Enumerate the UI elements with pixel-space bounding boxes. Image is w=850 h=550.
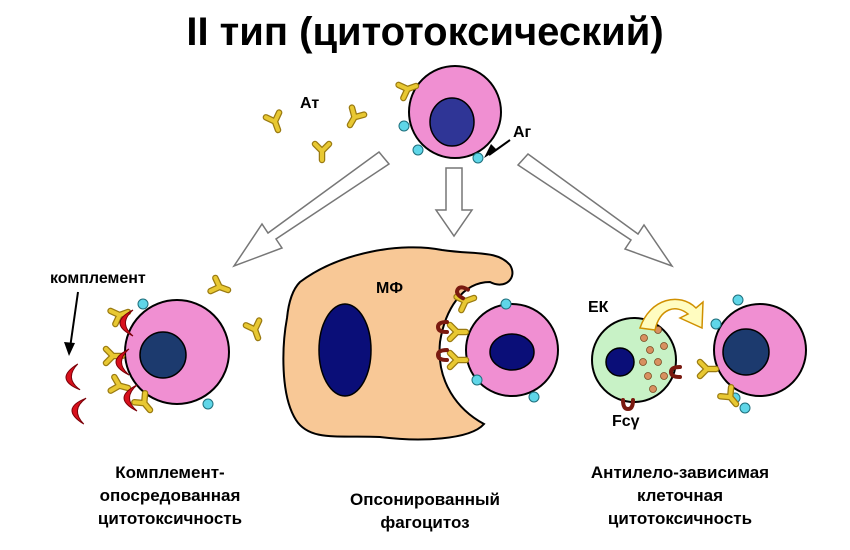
caption-complement-line-1: Комплемент- — [115, 463, 224, 482]
caption-adcc-line-3: цитотоксичность — [608, 509, 752, 528]
label-nk-cell: ЕК — [588, 299, 609, 316]
cytotoxic-release-arrow — [639, 298, 704, 331]
right-target-cell — [700, 294, 807, 414]
label-antigen: Аг — [513, 124, 532, 141]
arrow-to-complement — [232, 150, 391, 268]
label-macrophage: МФ — [376, 280, 403, 297]
free-antibodies — [266, 108, 364, 160]
caption-opsonized-line-1: Опсонированный — [350, 490, 500, 509]
label-antibody: Ат — [300, 95, 319, 112]
page-title: II тип (цитотоксический) — [186, 10, 663, 54]
caption-adcc-line-2: клеточная — [637, 486, 723, 505]
caption-complement-line-3: цитотоксичность — [98, 509, 242, 528]
nk-granules — [639, 326, 668, 393]
arrow-to-adcc — [516, 152, 674, 268]
caption-complement-line-2: опосредованная — [100, 486, 241, 505]
caption-opsonized-line-2: фагоцитоз — [380, 513, 469, 532]
arrow-to-phagocytosis — [434, 167, 474, 238]
middle-target-cell — [450, 291, 559, 403]
nk-cell — [591, 317, 677, 403]
label-complement: комплемент — [50, 270, 146, 287]
caption-adcc-line-1: Антилело-зависимая — [591, 463, 769, 482]
complement-pointer-arrow — [64, 291, 79, 356]
left-target-cell — [106, 298, 230, 414]
top-target-cell — [399, 65, 502, 164]
label-fc-receptor: Fcγ — [612, 413, 640, 430]
antigen-pointer-arrow — [484, 139, 511, 158]
